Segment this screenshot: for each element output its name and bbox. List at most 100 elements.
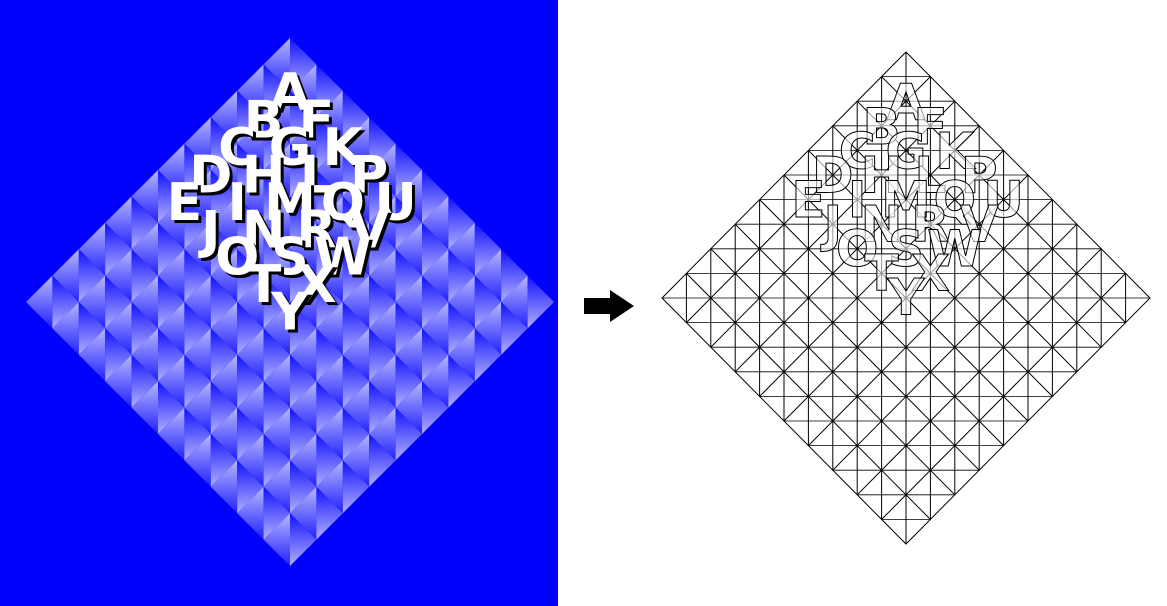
letter-shadow: W <box>317 231 374 291</box>
tile-triangle <box>448 249 475 302</box>
letter-shadow: C <box>221 121 259 181</box>
tile-triangle <box>158 249 185 302</box>
outline-letter-u: U <box>983 171 1024 229</box>
tile-triangle <box>78 249 106 302</box>
tile-triangle <box>290 38 317 91</box>
letter-shadow: O <box>218 231 262 291</box>
tile-triangle <box>263 275 290 329</box>
letter-n: NN <box>242 200 289 263</box>
letter-glyph: H <box>242 145 286 205</box>
letter-e: EE <box>167 173 206 236</box>
letter-glyph: B <box>244 90 284 150</box>
letter-g: GG <box>269 118 315 181</box>
tile-triangle <box>263 513 290 566</box>
tile-triangle <box>263 249 290 302</box>
letter-shadow: T <box>249 258 285 318</box>
tile-triangle <box>184 222 211 276</box>
tile-triangle <box>369 434 396 487</box>
tile-triangle <box>290 143 317 197</box>
tile-triangle <box>290 302 317 355</box>
tile-triangle <box>263 222 290 276</box>
tile-triangle <box>210 90 238 144</box>
tile-triangle <box>395 196 422 250</box>
letter-shadow: M <box>267 176 319 236</box>
letter-glyph: S <box>271 228 308 288</box>
tile-triangle <box>316 275 343 329</box>
tile-triangle <box>342 170 370 223</box>
outline-letter-f: F <box>913 98 947 156</box>
outline-letter-v: V <box>960 196 999 254</box>
tile-triangle <box>448 196 475 250</box>
tile-triangle <box>342 302 370 355</box>
tile-triangle <box>369 196 396 250</box>
tile-triangle <box>210 381 238 434</box>
tile-triangle <box>237 434 264 487</box>
tile-triangle <box>158 354 185 408</box>
tile-triangle <box>369 143 396 197</box>
tile-triangle <box>237 170 264 223</box>
letter-c: CC <box>218 118 259 181</box>
tile-triangle <box>342 275 370 329</box>
tile-triangle <box>184 249 211 302</box>
letter-b: BB <box>244 90 287 153</box>
letter-glyph: F <box>299 90 335 150</box>
tile-triangle <box>237 407 264 461</box>
outline-letter-d: D <box>812 147 854 205</box>
tile-triangle <box>210 460 238 514</box>
tile-triangle <box>290 64 317 118</box>
tile-triangle <box>422 222 449 276</box>
letter-glyph: K <box>323 118 365 178</box>
tile-triangle <box>184 143 211 197</box>
tile-triangle <box>131 222 158 276</box>
tile-triangle <box>78 275 106 329</box>
tile-triangle <box>342 434 370 487</box>
letter-y: YY <box>270 283 313 346</box>
letter-glyph: C <box>218 118 256 178</box>
outline-letter-n: N <box>861 196 903 254</box>
tile-triangle <box>342 117 370 170</box>
tile-triangle <box>316 64 343 118</box>
letter-shadow: D <box>192 148 235 208</box>
tile-triangle <box>210 302 238 355</box>
tile-triangle <box>395 249 422 302</box>
letter-shadow: P <box>353 148 391 208</box>
tile-triangle <box>395 222 422 276</box>
outline-letter-x: X <box>911 244 950 302</box>
outline-letter-w: W <box>927 220 982 278</box>
tile-triangle <box>158 275 185 329</box>
tile-triangle <box>501 275 528 329</box>
tile-triangle <box>369 354 396 408</box>
tile-triangle <box>290 275 317 329</box>
tile-triangle <box>290 434 317 487</box>
tile-triangle <box>369 407 396 461</box>
tile-triangle <box>210 328 238 382</box>
tile-triangle <box>52 249 79 302</box>
tile-triangle <box>184 434 211 487</box>
tile-triangle <box>342 222 370 276</box>
tile-triangle <box>263 328 290 382</box>
tile-triangle <box>395 302 422 355</box>
tile-triangle <box>316 222 343 276</box>
letter-shadow: G <box>272 121 315 181</box>
tile-triangle <box>395 407 422 461</box>
letter-shadow: H <box>245 148 289 208</box>
outline-letter-k: K <box>935 122 976 180</box>
tile-triangle <box>158 302 185 355</box>
tile-triangle <box>290 381 317 434</box>
tile-triangle <box>237 196 264 250</box>
letter-shadow: I <box>231 176 250 236</box>
tile-triangle <box>184 117 211 170</box>
tile-triangle <box>316 170 343 223</box>
tile-triangle <box>105 275 132 329</box>
tile-triangle <box>290 407 317 461</box>
letter-glyph: M <box>264 173 316 233</box>
tile-triangle <box>210 275 238 329</box>
tile-triangle <box>237 64 264 118</box>
tile-triangle <box>263 302 290 355</box>
letter-d: DD <box>189 145 235 208</box>
tile-triangle <box>342 90 370 144</box>
tile-triangle <box>131 302 158 355</box>
tile-triangle <box>131 328 158 382</box>
tile-triangle <box>474 275 502 329</box>
tile-triangle <box>263 38 290 91</box>
